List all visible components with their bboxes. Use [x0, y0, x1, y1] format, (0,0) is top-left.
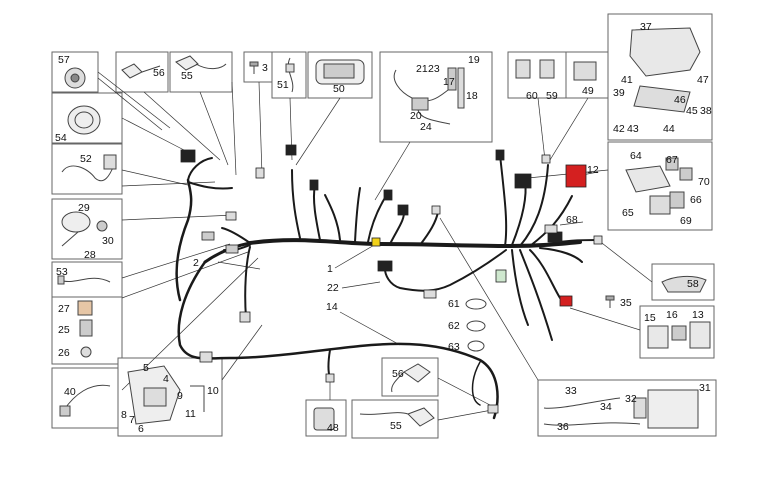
- box-56-bot: [381, 357, 439, 397]
- callout-28: 28: [84, 249, 96, 261]
- callout-25: 25: [58, 324, 70, 336]
- callout-56-top: 56: [153, 67, 165, 79]
- callout-34: 34: [600, 401, 612, 413]
- callout-35: 35: [620, 297, 632, 309]
- callout-63: 63: [448, 341, 460, 353]
- callout-46: 46: [674, 94, 686, 106]
- callout-44: 44: [663, 123, 675, 135]
- callout-61: 61: [448, 298, 460, 310]
- callout-48: 48: [327, 422, 339, 434]
- box-55-top: [169, 51, 233, 93]
- harness-connectors: [180, 144, 603, 414]
- callout-12: 12: [587, 164, 599, 176]
- callout-2: 2: [193, 257, 199, 269]
- callout-69: 69: [680, 215, 692, 227]
- callout-11: 11: [185, 408, 196, 420]
- box-29-28: [51, 198, 123, 260]
- callout-56-bottom: 56: [392, 368, 404, 380]
- callout-23: 23: [428, 63, 440, 75]
- callout-31: 31: [699, 382, 711, 394]
- callout-50: 50: [333, 83, 345, 95]
- callout-49: 49: [582, 85, 594, 97]
- callout-6: 6: [138, 423, 144, 435]
- callout-58: 58: [687, 278, 699, 290]
- box-17-24: [379, 51, 493, 143]
- callout-38: 38: [700, 105, 712, 117]
- callout-14: 14: [326, 301, 338, 313]
- callout-70: 70: [698, 176, 710, 188]
- callout-37: 37: [640, 21, 652, 33]
- callout-68: 68: [566, 214, 578, 226]
- main-harness: [175, 154, 599, 420]
- callout-32: 32: [625, 393, 637, 405]
- callout-66: 66: [690, 194, 702, 206]
- callout-51: 51: [277, 79, 289, 91]
- callout-40: 40: [64, 386, 76, 398]
- callout-65: 65: [622, 207, 634, 219]
- callout-26: 26: [58, 347, 70, 359]
- callout-7: 7: [129, 414, 135, 426]
- callout-13: 13: [692, 309, 704, 321]
- callout-5: 5: [143, 362, 149, 374]
- callout-30: 30: [102, 235, 114, 247]
- callout-4: 4: [163, 373, 169, 385]
- callout-29: 29: [78, 202, 90, 214]
- callout-22: 22: [327, 282, 339, 294]
- callout-41: 41: [621, 74, 633, 86]
- callout-45: 45: [686, 105, 698, 117]
- callout-33: 33: [565, 385, 577, 397]
- part-sketches: [57, 27, 711, 431]
- callout-1: 1: [327, 263, 333, 275]
- callout-55-top: 55: [181, 70, 193, 82]
- callout-67: 67: [666, 154, 678, 166]
- callout-8: 8: [121, 409, 127, 421]
- callout-17: 17: [443, 76, 455, 88]
- callout-47: 47: [697, 74, 709, 86]
- callout-36: 36: [557, 421, 569, 433]
- leader-lines: [97, 71, 653, 421]
- box-40: [51, 367, 123, 429]
- callout-21: 21: [416, 63, 428, 75]
- callout-60: 60: [526, 90, 538, 102]
- callout-59: 59: [546, 90, 558, 102]
- callout-18: 18: [466, 90, 478, 102]
- callout-39: 39: [613, 87, 625, 99]
- callout-42: 42: [613, 123, 625, 135]
- callout-10: 10: [207, 385, 219, 397]
- box-51: [271, 51, 307, 99]
- callout-62: 62: [448, 320, 460, 332]
- callout-64: 64: [630, 150, 642, 162]
- callout-9: 9: [177, 390, 183, 402]
- callout-52: 52: [80, 153, 92, 165]
- callout-57: 57: [58, 54, 70, 66]
- callout-43: 43: [627, 123, 639, 135]
- callout-53: 53: [56, 266, 68, 278]
- callout-20: 20: [410, 110, 422, 122]
- callout-55-bottom: 55: [390, 420, 402, 432]
- callout-16: 16: [666, 309, 678, 321]
- callout-15: 15: [644, 312, 656, 324]
- callout-19: 19: [468, 54, 480, 66]
- callout-54: 54: [55, 132, 67, 144]
- callout-3: 3: [262, 62, 268, 74]
- callout-24: 24: [420, 121, 432, 133]
- box-3: [243, 51, 275, 83]
- callout-27: 27: [58, 303, 70, 315]
